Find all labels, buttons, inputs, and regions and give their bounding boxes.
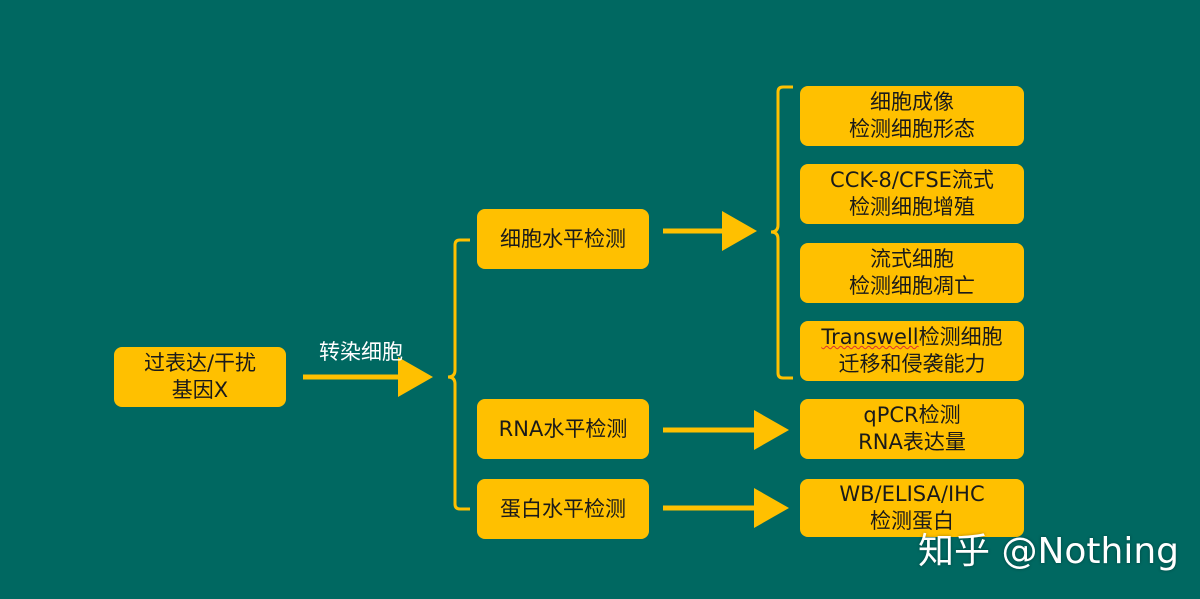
transwell-rest: 检测细胞 xyxy=(918,325,1003,349)
node-proliferation: CCK-8/CFSE流式 检测细胞增殖 xyxy=(800,164,1024,224)
bracket-cell-level xyxy=(770,85,793,380)
node-protein-level-label: 蛋白水平检测 xyxy=(500,496,626,521)
node-cell-imaging: 细胞成像 检测细胞形态 xyxy=(800,86,1024,146)
node-qpcr: qPCR检测 RNA表达量 xyxy=(800,399,1024,459)
node-cell-level: 细胞水平检测 xyxy=(477,209,649,269)
node-cell-imaging-line1: 细胞成像 xyxy=(870,90,954,114)
node-migration-invasion-line2: 迁移和侵袭能力 xyxy=(838,352,986,376)
root-node-line1: 过表达/干扰 xyxy=(143,351,257,375)
node-migration-invasion-line1: Transwell检测细胞 xyxy=(821,324,1002,351)
watermark: 知乎 @Nothing xyxy=(918,531,1180,572)
node-apoptosis-line1: 流式细胞 xyxy=(870,247,954,271)
node-apoptosis-line2: 检测细胞凋亡 xyxy=(849,274,975,298)
transwell-word: Transwell xyxy=(821,325,919,349)
node-qpcr-line1: qPCR检测 xyxy=(863,403,961,427)
node-protein-assay: WB/ELISA/IHC 检测蛋白 xyxy=(800,479,1024,537)
node-proliferation-line1: CCK-8/CFSE流式 xyxy=(830,168,994,192)
node-rna-level-label: RNA水平检测 xyxy=(498,416,628,441)
node-cell-level-label: 细胞水平检测 xyxy=(500,226,626,251)
node-protein-assay-line1: WB/ELISA/IHC xyxy=(839,482,985,506)
node-rna-level: RNA水平检测 xyxy=(477,399,649,459)
node-protein-assay-line2: 检测蛋白 xyxy=(870,509,954,533)
root-node: 过表达/干扰 基因X xyxy=(114,347,286,407)
bracket-level1 xyxy=(447,238,470,511)
node-apoptosis: 流式细胞 检测细胞凋亡 xyxy=(800,243,1024,303)
node-migration-invasion: Transwell检测细胞 迁移和侵袭能力 xyxy=(800,321,1024,381)
root-node-line2: 基因X xyxy=(171,378,229,402)
node-proliferation-line2: 检测细胞增殖 xyxy=(849,195,975,219)
edge-label-transfect: 转染细胞 xyxy=(319,340,403,364)
node-protein-level: 蛋白水平检测 xyxy=(477,479,649,539)
node-qpcr-line2: RNA表达量 xyxy=(858,430,966,454)
node-cell-imaging-line2: 检测细胞形态 xyxy=(849,117,975,141)
